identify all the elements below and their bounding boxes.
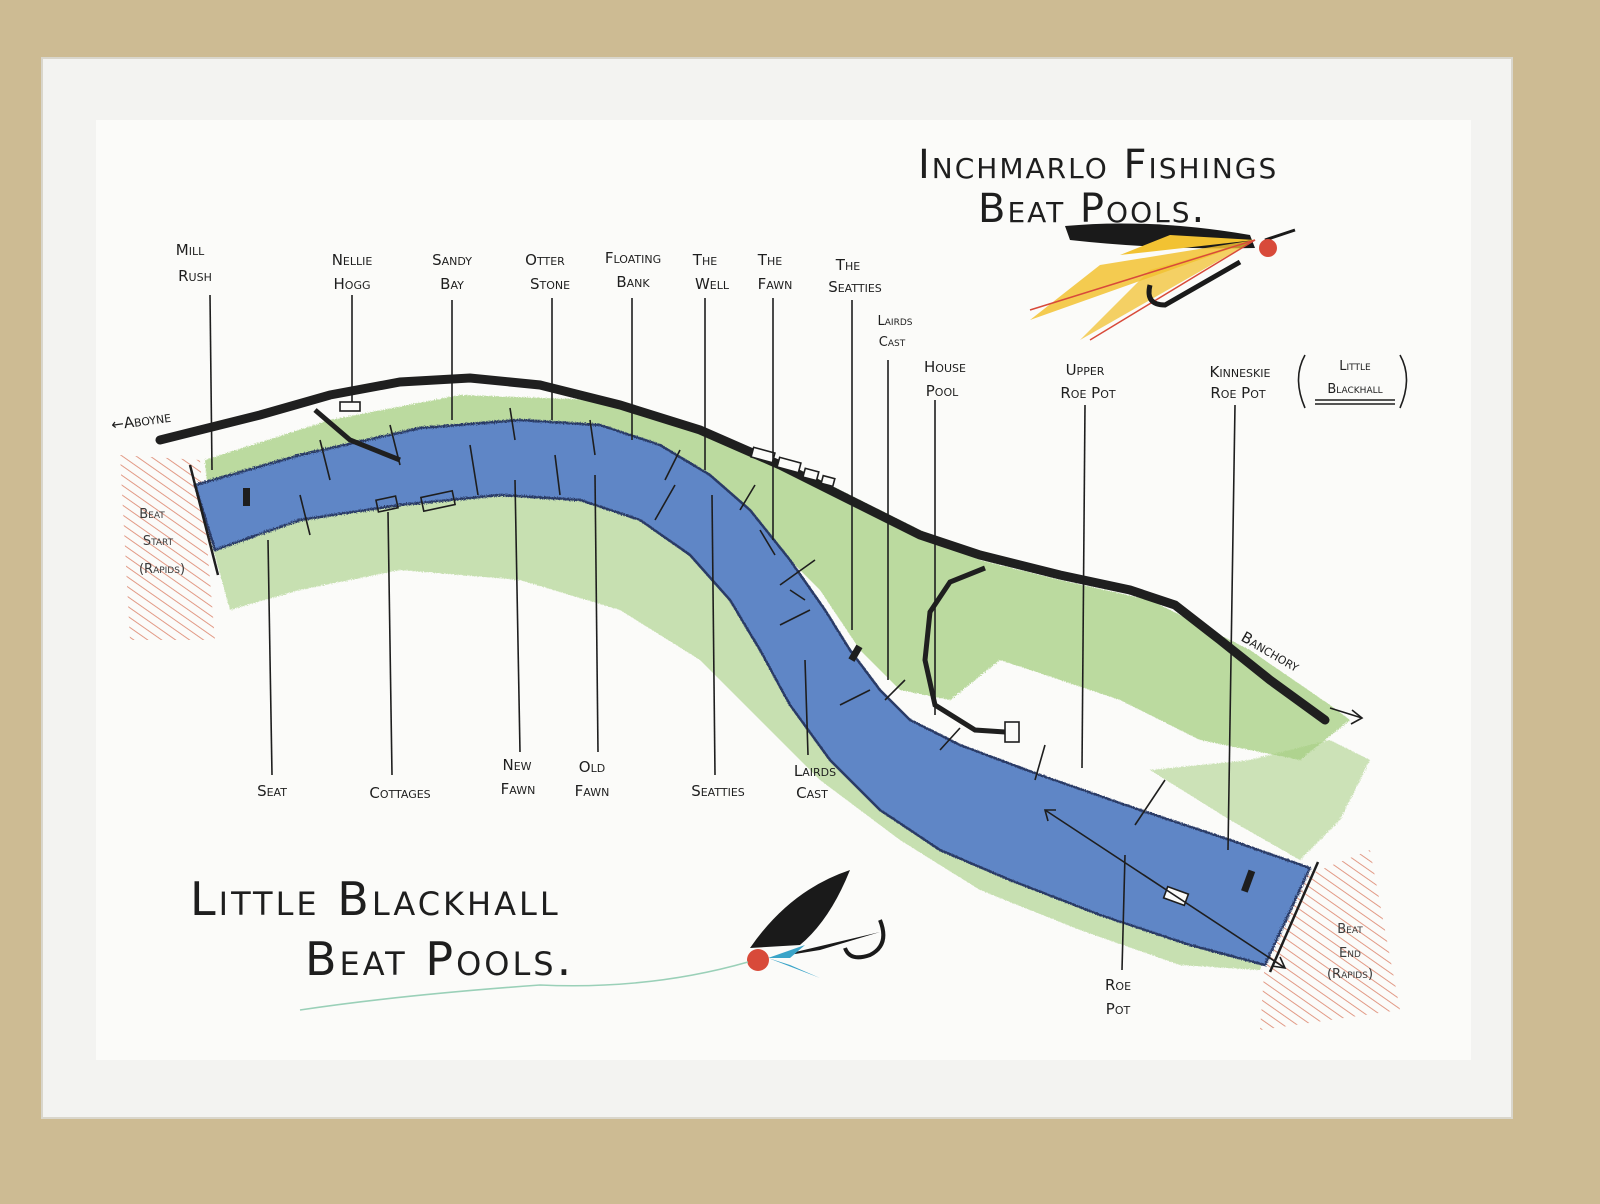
pool-label-old-fawn: Old: [579, 758, 605, 776]
beat-start-label: Beat Start (Rapids): [139, 507, 185, 577]
top-leader-lines: [209, 294, 1236, 851]
side-road-house: [922, 565, 1006, 735]
bracket-left: [1297, 354, 1306, 409]
beat-end-line: [1268, 861, 1320, 973]
pool-label-lairds-cast: Cast: [879, 335, 906, 350]
pool-label-seatties: Seatties: [691, 782, 745, 800]
pool-label-floating-bank: Bank: [616, 273, 650, 291]
pool-label-seat: Seat: [257, 782, 287, 800]
pool-markers: [243, 407, 1256, 893]
svg-text:Beat: Beat: [139, 507, 165, 522]
building: [776, 456, 802, 474]
pool-label-the-seatties: The: [835, 256, 860, 274]
bracket-right: [1399, 354, 1408, 409]
pool-label-roe-pot: Roe: [1105, 976, 1131, 994]
grass-bank-east: [1150, 740, 1370, 860]
salmon-fly-illustration-bottom: [299, 870, 886, 1011]
pool-label-kinneskie-roe-pot: Kinneskie: [1210, 363, 1271, 381]
bottom-leader-lines: [267, 474, 1126, 971]
little-blackhall-tag: Little: [1339, 359, 1371, 374]
svg-text:Start: Start: [143, 534, 174, 549]
pool-label-roe-pot: Pot: [1106, 1000, 1131, 1018]
pool-label-the-well: Well: [695, 275, 730, 293]
little-blackhall-tag: Blackhall: [1327, 382, 1382, 397]
main-road: [155, 373, 1330, 725]
side-road-cottages: [313, 408, 401, 463]
building: [375, 495, 399, 513]
beat-end-label: Beat End (Rapids): [1327, 922, 1373, 982]
pool-label-upper-roe-pot: Roe Pot: [1060, 384, 1116, 402]
pool-label-floating-bank: Floating: [605, 249, 661, 267]
pool-label-the-well: The: [692, 251, 717, 269]
building: [820, 474, 836, 488]
river-dee: [193, 418, 1312, 967]
pool-label-old-fawn: Fawn: [575, 782, 610, 800]
bottom-pool-labels: Seat Cottages New Fawn Old Fawn Seatties…: [257, 756, 1131, 1018]
pool-label-nellie-hogg: Hogg: [334, 275, 371, 293]
pool-label-sandy-bay: Bay: [440, 275, 464, 293]
building: [339, 401, 361, 412]
pool-label-the-fawn: The: [757, 251, 782, 269]
pool-label-sandy-bay: Sandy: [432, 251, 472, 269]
pool-label-nellie-hogg: Nellie: [332, 251, 373, 269]
pool-label-kinneskie-roe-pot: Roe Pot: [1210, 384, 1266, 402]
pool-label-lairds-cast: Lairds: [878, 314, 913, 329]
pool-label-new-fawn: New: [502, 756, 531, 774]
pool-label-lairds-cast-lower: Lairds: [794, 762, 836, 780]
building: [1004, 721, 1020, 743]
subtitle-line-1: Little Blackhall: [190, 872, 561, 926]
svg-text:End: End: [1339, 946, 1361, 961]
pool-label-house-pool: House: [924, 358, 966, 376]
pool-label-otter-stone: Otter: [525, 251, 565, 269]
pool-label-mill-rush: Mill: [176, 241, 205, 259]
svg-text:Beat: Beat: [1337, 922, 1363, 937]
pool-label-mill-rush: Rush: [178, 267, 212, 285]
rapids-start-hatching: [120, 455, 215, 640]
banchory-arrow: [1329, 707, 1364, 725]
pool-label-the-fawn: Fawn: [758, 275, 793, 293]
pool-label-upper-roe-pot: Upper: [1066, 361, 1105, 379]
pool-label-house-pool: Pool: [926, 382, 959, 400]
building: [801, 467, 820, 482]
svg-text:(Rapids): (Rapids): [139, 562, 185, 577]
title-line-1: Inchmarlo Fishings: [918, 142, 1278, 188]
top-pool-labels: Mill Rush Nellie Hogg Sandy Bay Otter St…: [176, 241, 1408, 409]
building: [419, 489, 457, 513]
svg-text:(Rapids): (Rapids): [1327, 967, 1373, 982]
subtitle-line-2: Beat Pools.: [305, 932, 574, 986]
salmon-fly-illustration-top: [1029, 223, 1296, 341]
roe-pot-span-arrow: [1043, 809, 1287, 970]
pool-label-otter-stone: Stone: [530, 275, 570, 293]
grass-bank-north: [205, 395, 1350, 760]
pool-label-the-seatties: Seatties: [828, 278, 882, 296]
pool-label-cottages: Cottages: [369, 784, 430, 802]
pool-label-lairds-cast-lower: Cast: [796, 784, 828, 802]
beat-start-line: [188, 464, 220, 576]
pool-label-new-fawn: Fawn: [501, 780, 536, 798]
